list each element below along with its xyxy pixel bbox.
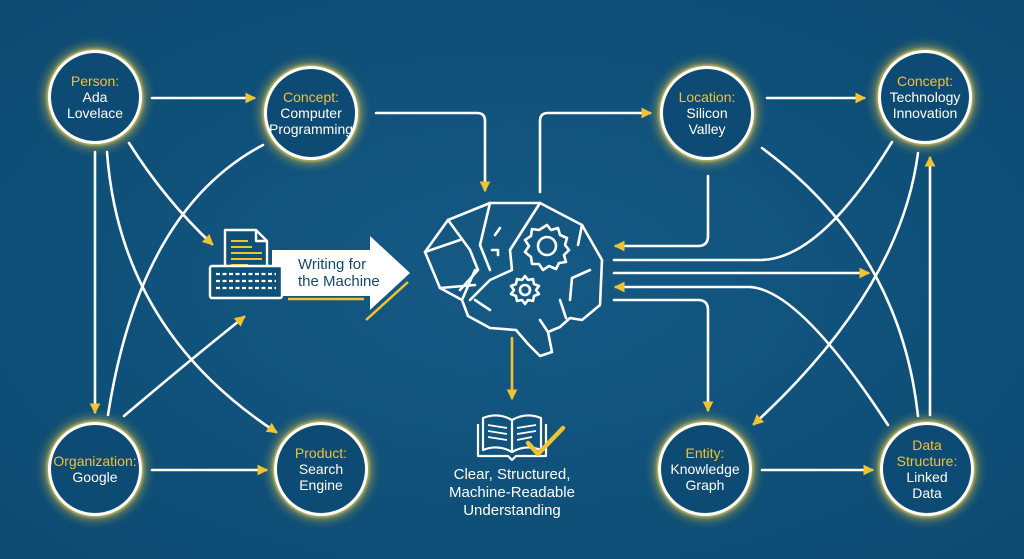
node-name: Data xyxy=(912,485,942,501)
brain-gears-icon xyxy=(423,201,604,358)
node-name: Valley xyxy=(688,121,726,137)
node-type: Product: xyxy=(294,445,348,461)
output-line: Machine-Readable xyxy=(449,484,575,501)
banner-line: Writing for xyxy=(298,256,367,273)
edge-innovation-to-brain xyxy=(612,140,894,262)
node-name: Technology xyxy=(889,89,961,105)
node-name: Lovelace xyxy=(66,105,124,121)
node-type: Concept: xyxy=(282,89,340,105)
node-type: Entity: xyxy=(685,445,725,461)
edge-ada-to-writing xyxy=(127,141,214,246)
open-book-check-icon xyxy=(476,414,566,462)
banner-line: the Machine xyxy=(298,273,380,290)
node-name: Computer xyxy=(280,105,342,121)
node-organization-google[interactable]: Organization: Google xyxy=(48,422,142,516)
node-name: Engine xyxy=(299,477,343,493)
writing-banner xyxy=(272,236,410,321)
small-gear-icon xyxy=(509,274,541,306)
node-type: Person: xyxy=(70,73,120,89)
output-line: Understanding xyxy=(463,502,561,519)
banner-tail-accent xyxy=(365,281,409,321)
output-label: Clear, Structured, Machine-Readable Unde… xyxy=(432,466,592,520)
node-data-structure-linked-data[interactable]: Data Structure: Linked Data xyxy=(880,422,974,516)
node-name: Knowledge xyxy=(670,461,740,477)
node-type: Structure: xyxy=(896,453,958,469)
node-name: Graph xyxy=(685,477,725,493)
edge-ada-to-search xyxy=(105,150,278,434)
writing-banner-label: Writing for the Machine xyxy=(298,256,380,290)
edge-silicon-to-linked xyxy=(760,146,920,418)
node-name: Google xyxy=(72,469,118,485)
node-entity-knowledge-graph[interactable]: Entity: Knowledge Graph xyxy=(658,422,752,516)
large-gear-icon xyxy=(523,223,571,272)
node-name: Programming xyxy=(268,121,354,137)
edge-silicon-to-brain xyxy=(613,174,710,252)
node-name: Silicon xyxy=(686,105,728,121)
checkmark-icon xyxy=(525,425,566,457)
node-name: Search xyxy=(298,461,344,477)
output-line: Clear, Structured, xyxy=(453,466,571,483)
node-name: Innovation xyxy=(892,105,958,121)
edge-google-to-writing xyxy=(122,315,246,418)
node-name: Ada xyxy=(82,89,108,105)
node-type: Organization: xyxy=(53,453,137,469)
node-name: Linked xyxy=(906,469,948,485)
edge-linked-to-brain xyxy=(613,281,890,427)
banner-arrow-shape xyxy=(272,236,410,310)
document-keyboard-icon xyxy=(208,228,284,300)
edge-programming-to-brain xyxy=(374,111,491,193)
node-type: Location: xyxy=(678,89,736,105)
edge-brain-to-silicon xyxy=(538,107,653,194)
edge-programming-to-google xyxy=(106,143,265,417)
node-product-search-engine[interactable]: Product: Search Engine xyxy=(274,422,368,516)
edge-innovation-to-kg xyxy=(752,151,920,426)
node-type: Data xyxy=(912,437,942,453)
node-location-silicon-valley[interactable]: Location: Silicon Valley xyxy=(660,66,754,160)
edge-brain-to-kg xyxy=(612,298,714,413)
node-concept-technology-innovation[interactable]: Concept: Technology Innovation xyxy=(878,50,972,144)
node-concept-computer-programming[interactable]: Concept: Computer Programming xyxy=(264,66,358,160)
node-type: Concept: xyxy=(896,73,954,89)
node-person-ada-lovelace[interactable]: Person: Ada Lovelace xyxy=(48,50,142,144)
